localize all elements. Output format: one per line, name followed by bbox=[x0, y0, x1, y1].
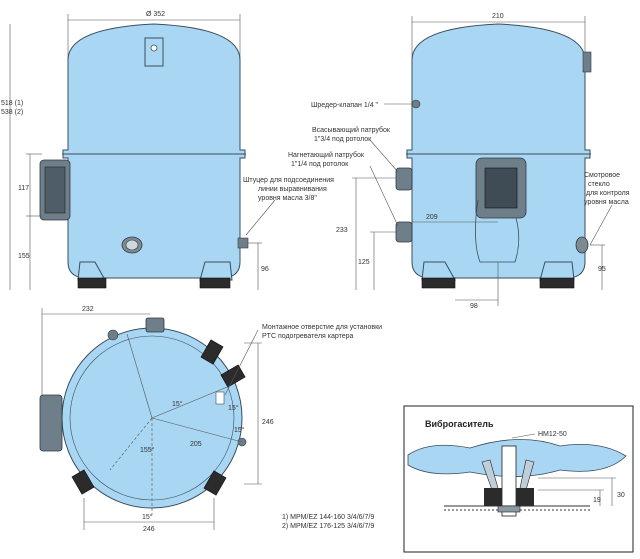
vibro-title: Виброгаситель bbox=[425, 419, 494, 429]
dim-suction-height: 233 bbox=[336, 227, 348, 234]
label-mounting-2: PTC подогревателя картера bbox=[262, 333, 354, 340]
label-oil-fitting-3: уровня масла 3/8" bbox=[258, 195, 317, 202]
vibro-part-label: HM12-50 bbox=[538, 431, 567, 438]
label-sight-4: уровня масла bbox=[584, 199, 629, 206]
label-suction-1: Всасывающий патрубок bbox=[312, 126, 391, 134]
dim-angle-15a: 15° bbox=[228, 404, 239, 412]
foot-side-left bbox=[421, 277, 456, 289]
vibro-damper-inset: Виброгаситель HM12-50 19 30 bbox=[403, 405, 634, 553]
inset-shell bbox=[407, 439, 627, 477]
dim-bottom-depth: 246 bbox=[262, 419, 274, 426]
label-sight-2: стекло bbox=[588, 181, 610, 188]
dim-angle-15d: 15° bbox=[142, 513, 153, 521]
label-schrader: Шредер-клапан 1/4 " bbox=[311, 102, 379, 109]
front-view: Ø 352 518 (1) 538 (2) 117 155 bbox=[1, 11, 334, 290]
note-1: 1) MPM/EZ 144-160 3/4/6/7/9 bbox=[282, 514, 374, 521]
dim-bracket-19: 19 bbox=[593, 497, 601, 504]
inset-frame bbox=[403, 405, 634, 553]
note-2: 2) MPM/EZ 176-125 3/4/6/7/9 bbox=[282, 523, 374, 530]
foot-plan-4 bbox=[203, 470, 227, 496]
dim-height-1: 518 (1) bbox=[1, 100, 23, 107]
foot-plan-3 bbox=[71, 469, 95, 495]
dim-radius: 205 bbox=[190, 441, 202, 448]
schrader-valve bbox=[411, 99, 421, 109]
sight-glass-side bbox=[575, 236, 589, 254]
foot-left bbox=[77, 277, 107, 289]
label-mounting-1: Монтажное отверстие для установки bbox=[262, 324, 382, 331]
foot-plan-1 bbox=[200, 339, 224, 365]
dim-bottom-width: 246 bbox=[143, 526, 155, 533]
discharge-port bbox=[395, 221, 413, 243]
dim-side-sight-height: 95 bbox=[598, 266, 606, 273]
dim-left-base-height: 155 bbox=[18, 253, 30, 260]
suction-port bbox=[395, 167, 413, 191]
label-discharge-2: 1"1/4 под ротолок bbox=[291, 161, 349, 168]
dim-discharge-height: 125 bbox=[358, 259, 370, 266]
dim-sight-glass-height: 117 bbox=[18, 185, 29, 192]
oil-fitting bbox=[237, 237, 249, 249]
dim-inner-width: 209 bbox=[426, 214, 438, 221]
compressor-shell-side bbox=[406, 23, 591, 279]
dim-bottom-width-top: 232 bbox=[82, 306, 94, 313]
lifting-lug bbox=[144, 37, 164, 67]
foot-side-right bbox=[539, 277, 575, 289]
label-suction-2: 1"3/4 под ротолок bbox=[314, 136, 372, 143]
dim-top-width: Ø 352 bbox=[146, 11, 165, 18]
foot-plan-2 bbox=[220, 364, 246, 388]
dim-base-width: 98 bbox=[470, 303, 478, 310]
label-oil-fitting-1: Штуцер для подсоединения bbox=[243, 177, 334, 184]
dim-oil-fitting-height: 96 bbox=[261, 266, 269, 273]
label-oil-fitting-2: линии выравнивания bbox=[258, 186, 327, 193]
label-sight-3: для контроля bbox=[586, 190, 630, 197]
label-discharge-1: Нагнетающий патрубок bbox=[288, 151, 365, 159]
dim-angle-155: 155° bbox=[140, 446, 155, 454]
foot-right bbox=[199, 277, 231, 289]
plan-view: 232 155° 205 15° 15° 15° 15° 246 bbox=[39, 306, 382, 533]
dim-height-2: 538 (2) bbox=[1, 109, 23, 116]
dim-angle-15b: 15° bbox=[234, 426, 245, 434]
dim-side-width: 210 bbox=[492, 13, 504, 20]
dim-bracket-30: 30 bbox=[617, 492, 625, 499]
terminal-box-plan bbox=[39, 394, 63, 452]
dim-angle-15c: 15° bbox=[172, 400, 183, 408]
side-view: 210 Шредер-клапан 1/4 " Всасывающий патр… bbox=[288, 13, 630, 310]
label-sight-1: Смотровое bbox=[584, 172, 620, 179]
